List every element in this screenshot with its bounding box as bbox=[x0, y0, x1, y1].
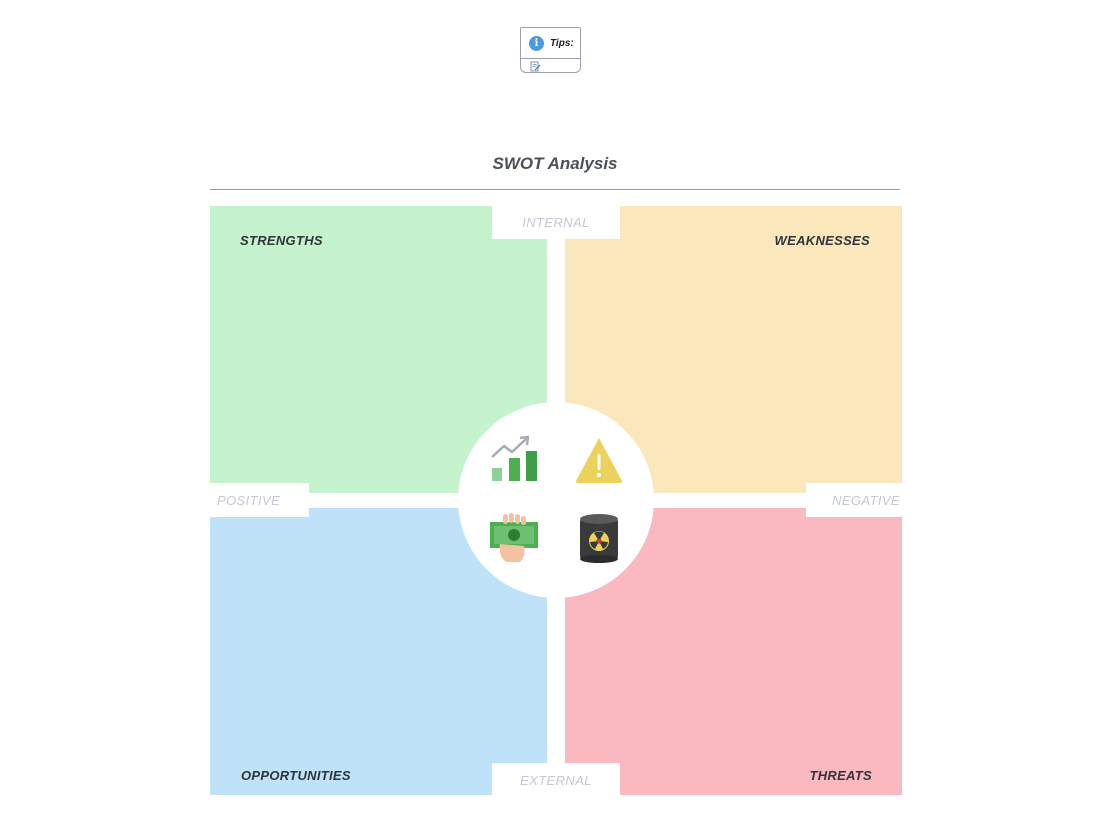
axis-label-internal: INTERNAL bbox=[492, 205, 620, 239]
tips-label: Tips: bbox=[550, 37, 574, 49]
threats-label: THREATS bbox=[809, 768, 872, 783]
info-icon[interactable]: i bbox=[529, 35, 544, 51]
axis-label-positive: POSITIVE bbox=[209, 483, 309, 517]
tips-body bbox=[521, 59, 580, 72]
money-hand-icon bbox=[490, 513, 538, 562]
title-divider bbox=[210, 189, 900, 190]
warning-triangle-icon bbox=[575, 438, 623, 483]
tips-box[interactable]: i Tips: bbox=[520, 27, 581, 73]
center-circle bbox=[458, 402, 654, 598]
diagram-title: SWOT Analysis bbox=[492, 154, 618, 173]
edit-note-icon[interactable] bbox=[530, 61, 541, 72]
growth-chart-icon bbox=[491, 435, 537, 481]
opportunities-label: OPPORTUNITIES bbox=[241, 768, 351, 783]
strengths-label: STRENGTHS bbox=[240, 233, 323, 248]
radioactive-barrel-icon bbox=[580, 514, 618, 563]
tips-header: i Tips: bbox=[521, 28, 580, 59]
axis-label-external: EXTERNAL bbox=[492, 763, 620, 797]
axis-label-negative: NEGATIVE bbox=[806, 483, 902, 517]
weaknesses-label: WEAKNESSES bbox=[774, 233, 870, 248]
